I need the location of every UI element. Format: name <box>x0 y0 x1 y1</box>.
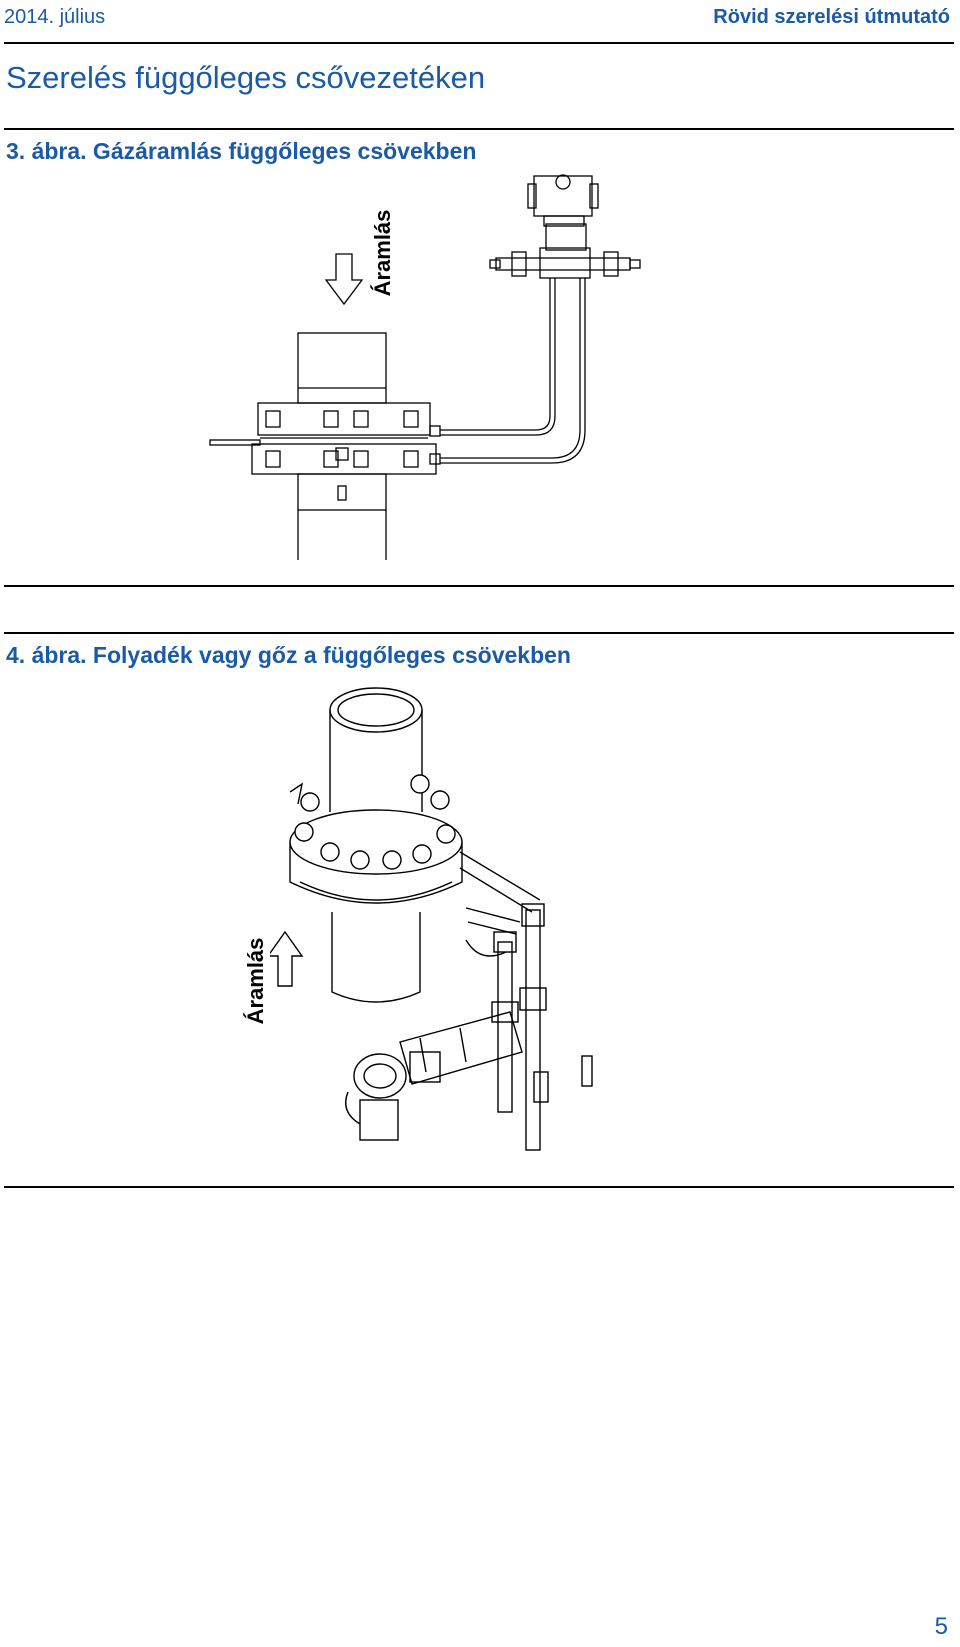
header-date: 2014. július <box>4 6 106 28</box>
figure3-bottom-rule <box>4 585 954 587</box>
header-rule <box>4 42 954 44</box>
figure4-top-rule <box>4 632 954 634</box>
figure4-caption: 4. ábra. Folyadék vagy gőz a függőleges … <box>6 642 571 668</box>
figure3-flow-label: Áramlás <box>370 209 395 297</box>
section-title: Szerelés függőleges csővezetéken <box>6 60 486 95</box>
page-number: 5 <box>934 1613 948 1640</box>
flow-arrow-down-icon <box>324 253 364 306</box>
header-doc-title: Rövid szerelési útmutató <box>713 6 950 28</box>
figure3-drawing <box>209 174 641 560</box>
figure4-drawing <box>270 687 593 1151</box>
flow-arrow-up-icon <box>270 930 304 987</box>
figure3-caption: 3. ábra. Gázáramlás függőleges csövekben <box>6 138 477 164</box>
figure4-flow-label: Áramlás <box>243 937 268 1025</box>
figure4-bottom-rule <box>4 1186 954 1188</box>
figure3-top-rule <box>4 128 954 130</box>
